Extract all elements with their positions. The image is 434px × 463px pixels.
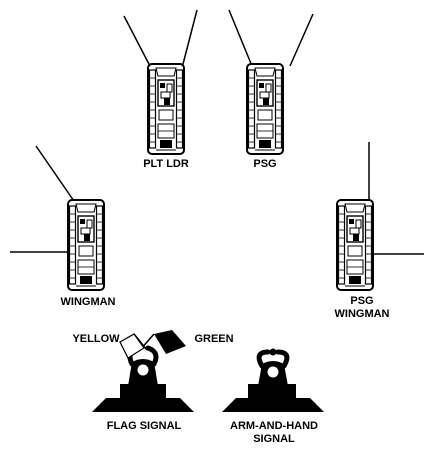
arm-and-hand-label-line1: ARM-AND-HAND <box>230 420 318 432</box>
plt-ldr-label: PLT LDR <box>143 158 189 170</box>
tank-top-view-icon <box>336 199 374 291</box>
tank-top-view-icon <box>67 199 105 291</box>
yellow-flag-label: YELLOW <box>72 333 120 345</box>
arm-and-hand-signal-label: ARM-AND-HAND SIGNAL <box>222 420 326 446</box>
psg-wingman-label: PSG WINGMAN <box>322 295 402 321</box>
psg-label: PSG <box>253 158 277 170</box>
wingman-label: WINGMAN <box>60 296 116 308</box>
flag-signal-label: FLAG SIGNAL <box>106 420 182 432</box>
tank-top-view-icon <box>246 63 284 155</box>
arm-and-hand-label-line2: SIGNAL <box>253 433 295 445</box>
green-flag-label: GREEN <box>194 333 234 345</box>
soldier-with-flags-icon <box>92 330 194 412</box>
tank-top-view-icon <box>147 63 185 155</box>
psg-wingman-label-line1: PSG <box>350 295 374 307</box>
psg-wingman-label-line2: WINGMAN <box>334 308 390 320</box>
soldier-arm-signal-icon <box>222 348 324 412</box>
